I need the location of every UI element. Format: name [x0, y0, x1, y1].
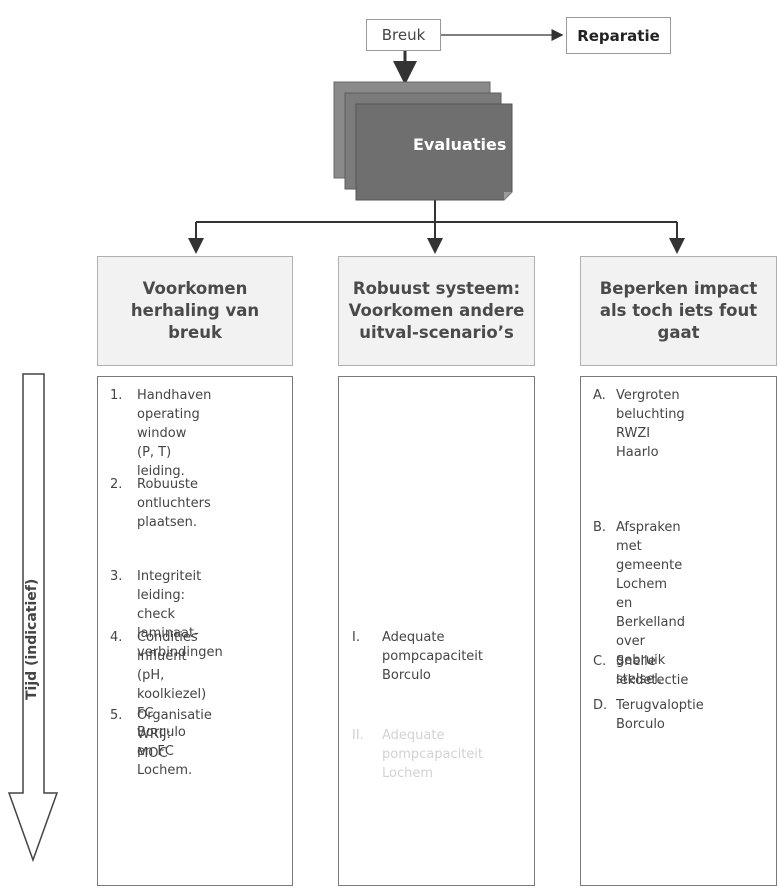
column-header-robuust: Robuust systeem: Voorkomen andere uitval… — [338, 256, 535, 366]
panel-robuust — [338, 376, 535, 886]
list-item-marker: C. — [593, 654, 607, 669]
list-item-text: Adequate pompcapaciteit Lochem — [382, 728, 484, 781]
list-item-marker: A. — [593, 388, 606, 403]
list-item-marker: 1. — [110, 388, 123, 403]
column-header-beperken: Beperken impact als toch iets fout gaat — [580, 256, 777, 366]
list-item-marker: 2. — [110, 477, 123, 492]
list-item-marker: I. — [352, 630, 360, 645]
tijd-label: Tijd (indicatief) — [24, 578, 40, 700]
list-item-text: Terugvaloptie Borculo — [616, 698, 704, 732]
evaluaties-stack-icon — [333, 81, 513, 201]
panel-voorkomen — [97, 376, 293, 886]
reparatie-box: Reparatie — [566, 17, 671, 54]
breuk-label: Breuk — [381, 26, 426, 44]
list-item-marker: D. — [593, 698, 608, 713]
column-header-robuust-text: Robuust systeem: Voorkomen andere uitval… — [348, 279, 525, 342]
reparatie-label: Reparatie — [577, 26, 660, 45]
list-item-text: Organisatie WRIJ: MOC — [137, 708, 212, 761]
list-item-text: Vergroten beluchting RWZI Haarlo — [616, 388, 685, 460]
list-item-text: Robuuste ontluchters plaatsen. — [137, 477, 211, 530]
breuk-box: Breuk — [366, 19, 441, 51]
panel-beperken — [580, 376, 777, 886]
evaluaties-label: Evaluaties — [413, 135, 507, 154]
column-header-voorkomen-text: Voorkomen herhaling van breuk — [130, 279, 260, 342]
time-arrow-icon — [7, 373, 59, 863]
list-item-marker: II. — [352, 728, 364, 743]
list-item-marker: B. — [593, 520, 607, 535]
list-item-marker: 5. — [110, 708, 123, 723]
list-item-text: Adequate pompcapaciteit Borculo — [382, 630, 484, 683]
list-item-marker: 3. — [110, 569, 123, 584]
list-item-text: Snelle lekdetectie — [616, 654, 689, 688]
list-item-text: Integriteit leiding: check laminaat- ver… — [137, 569, 223, 660]
list-item-text: Handhaven operating window (P, T) leidin… — [137, 388, 212, 479]
list-item-marker: 4. — [110, 630, 123, 645]
column-header-beperken-text: Beperken impact als toch iets fout gaat — [599, 279, 758, 342]
list-item-text: Condities influënt (pH, koolkiezel) FC B… — [137, 630, 207, 778]
list-item-text: Afspraken met gemeente Lochem en Berkell… — [616, 520, 686, 687]
column-header-voorkomen: Voorkomen herhaling van breuk — [97, 256, 293, 366]
